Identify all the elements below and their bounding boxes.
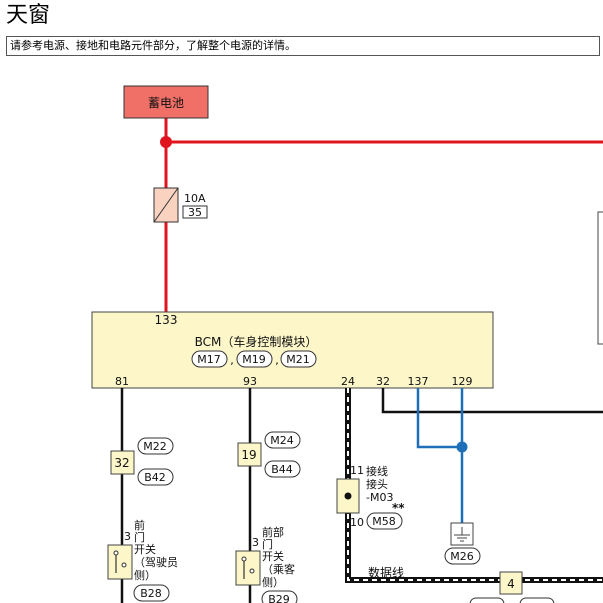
offpage-module-edge (597, 211, 603, 345)
fuse: 10A 35 (153, 187, 208, 223)
reference-note: 请参考电源、接地和电路元件部分，了解整个电源的详情。 (6, 36, 600, 56)
driver-switch-label-line5: 侧） (134, 569, 156, 582)
battery-block: 蓄电池 (123, 85, 209, 119)
bcm-label: BCM（车身控制模块） (195, 334, 318, 349)
splice-connector-m58: M58 (372, 515, 396, 528)
blue-junction-dot (456, 441, 468, 453)
passenger-switch-connector-b29: B29 (268, 593, 290, 603)
offpage-connector-stub (469, 597, 505, 603)
offpage-connector-stub (519, 597, 555, 603)
bcm-pin-81: 81 (115, 375, 129, 388)
ground-symbol: M26 (444, 522, 481, 565)
blue-wires (416, 388, 468, 525)
passenger-switch-label-line1: 前部 (262, 525, 284, 539)
data-line-connector-pin: 4 (507, 577, 515, 591)
bcm-pin-93: 93 (243, 375, 257, 388)
splice-pin-top: 11 (350, 464, 364, 477)
power-wire (160, 118, 603, 312)
bcm-module: 133 BCM（车身控制模块） M17 , M19 , M21 81 93 24… (91, 311, 494, 389)
passenger-switch-pin: 3 (252, 536, 259, 549)
bcm-connector-m19: M19 (242, 353, 266, 366)
driver-door-switch-circuit: 32 M22 B42 3 前 门 开关 （驾驶员 侧） B28 (107, 437, 178, 602)
splice-note-mark: ** (392, 501, 405, 515)
data-line-label: 数据线 (368, 565, 404, 580)
bcm-connector-sep: , (230, 354, 234, 367)
bcm-connector-sep: , (275, 354, 279, 367)
passenger-switch-label-line4: （乘客 (262, 562, 295, 576)
driver-switch-label-line2: 门 (134, 530, 145, 544)
splice-connector: 11 10 接线 接头 -M03 ** M58 (336, 464, 405, 530)
driver-connector-m22: M22 (143, 440, 167, 453)
splice-label-line2: 接头 (366, 478, 388, 491)
driver-switch-label-line1: 前 (134, 518, 145, 532)
page-title: 天窗 (6, 3, 51, 28)
bcm-pin-137: 137 (408, 375, 429, 388)
passenger-switch-label-line3: 开关 (262, 549, 284, 563)
fuse-rating: 10A (184, 192, 206, 205)
passenger-connector-b44: B44 (271, 463, 293, 476)
bcm-connector-m17: M17 (197, 353, 221, 366)
driver-connector-b42: B42 (144, 471, 166, 484)
splice-label-line3: -M03 (366, 491, 393, 504)
battery-label: 蓄电池 (148, 96, 184, 110)
driver-switch-label-line4: （驾驶员 (134, 555, 178, 569)
driver-switch-connector-b28: B28 (140, 587, 162, 600)
passenger-door-switch-circuit: 19 M24 B44 3 前部 门 开关 （乘客 侧） B29 (235, 431, 301, 603)
bcm-pin-129: 129 (452, 375, 473, 388)
ground-connector-m26: M26 (450, 550, 474, 563)
passenger-connector-m24: M24 (270, 434, 294, 447)
driver-switch-label-line3: 开关 (134, 542, 156, 556)
passenger-inline-connector-pin: 19 (241, 448, 256, 462)
passenger-switch-label-line2: 门 (262, 537, 273, 551)
bcm-pin-133: 133 (155, 313, 178, 327)
bcm-pin-24: 24 (341, 375, 355, 388)
passenger-switch-label-line5: 侧） (262, 576, 284, 589)
black-wires (120, 388, 603, 603)
driver-switch-pin: 3 (124, 530, 131, 543)
fuse-number: 35 (188, 206, 202, 219)
splice-label-line1: 接线 (366, 464, 388, 478)
bcm-connector-m21: M21 (286, 353, 310, 366)
data-line: 数据线 4 (345, 388, 603, 603)
splice-pin-bottom: 10 (350, 516, 364, 529)
power-junction-dot (160, 136, 172, 148)
bcm-pin-32: 32 (376, 375, 390, 388)
driver-inline-connector-pin: 32 (114, 456, 129, 470)
